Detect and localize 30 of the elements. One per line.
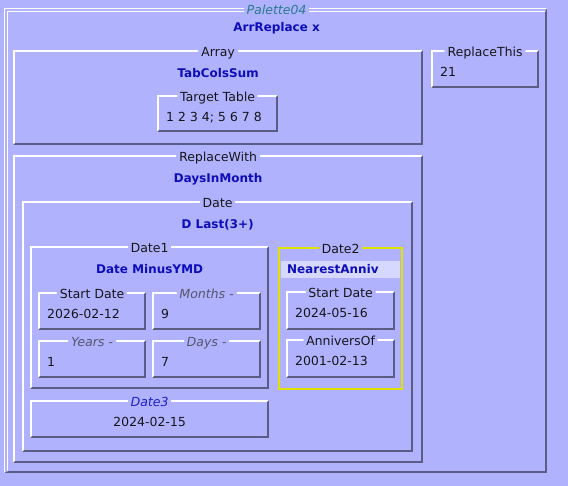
- group-title: Palette04: [244, 2, 310, 17]
- function-name: TabColsSum: [176, 65, 260, 81]
- field-label: Years -: [68, 334, 116, 349]
- value-text: 7: [160, 354, 170, 370]
- value-text: 9: [160, 306, 170, 322]
- value-text: 2026-02-12: [46, 306, 121, 322]
- group-title: Date1: [128, 240, 172, 255]
- function-name: Date MinusYMD: [95, 261, 204, 277]
- group-title: ReplaceWith: [176, 149, 260, 164]
- field-label: Target Table: [177, 89, 258, 104]
- value-text: 2024-02-15: [112, 414, 187, 430]
- field-label: Start Date: [305, 285, 376, 300]
- value-text: 1: [46, 354, 56, 370]
- field-label: AnniversOf: [303, 333, 378, 348]
- group-title: Date: [200, 195, 236, 210]
- field-label: Days -: [184, 334, 230, 349]
- field-label: Start Date: [56, 286, 128, 301]
- field-label: Date3: [128, 394, 172, 409]
- field-label: Months -: [176, 286, 237, 301]
- group-title: Array: [198, 44, 238, 59]
- value-text: 2024-05-16: [294, 305, 369, 321]
- function-name: ArrReplace x: [232, 19, 321, 35]
- value-text: 21: [439, 64, 457, 80]
- group-title: Date2: [318, 241, 362, 256]
- field-label: ReplaceThis: [444, 44, 526, 59]
- highlighted-function-name: NearestAnniv: [281, 261, 400, 278]
- function-name: D Last(3+): [180, 216, 255, 232]
- function-name: DaysInMonth: [172, 170, 264, 186]
- value-text: 1 2 3 4; 5 6 7 8: [165, 109, 263, 125]
- value-text: 2001-02-13: [294, 353, 369, 369]
